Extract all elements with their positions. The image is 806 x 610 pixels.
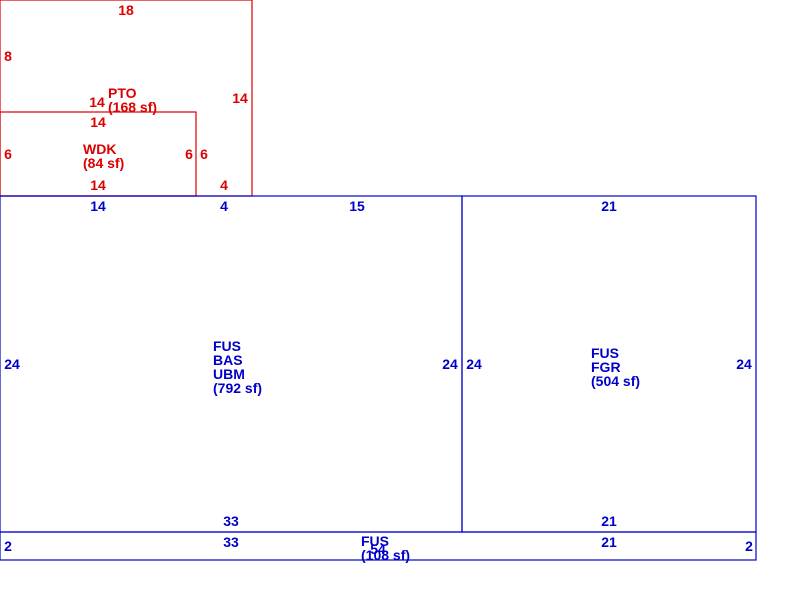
main-a-dim-right: 24 bbox=[442, 356, 458, 372]
pto-area: 18 8 14 14 4 PTO (168 sf) bbox=[0, 0, 253, 197]
main-b-dim-bottom: 21 bbox=[601, 513, 617, 529]
wdk-dim-top: 14 bbox=[90, 114, 106, 130]
main-b-label-2: FGR bbox=[591, 359, 621, 375]
wdk-label-code: WDK bbox=[83, 141, 116, 157]
main-a-dim-left: 24 bbox=[4, 356, 20, 372]
wdk-dim-bottom: 14 bbox=[90, 177, 106, 193]
strip-area: 33 21 2 2 54 FUS (108 sf) bbox=[0, 531, 757, 563]
main-a-label-1: FUS bbox=[213, 338, 241, 354]
strip-label-area: (108 sf) bbox=[361, 547, 410, 563]
wdk-dim-right-outer: 6 bbox=[200, 146, 208, 162]
main-b-label-1: FUS bbox=[591, 345, 619, 361]
wdk-area: 14 6 6 6 14 WDK (84 sf) bbox=[0, 111, 208, 197]
pto-dim-right: 14 bbox=[232, 90, 248, 106]
wdk-label-area: (84 sf) bbox=[83, 155, 124, 171]
main-area-a: 14 4 15 24 24 33 FUS BAS UBM (792 sf) bbox=[0, 195, 463, 533]
pto-label-area: (168 sf) bbox=[108, 99, 157, 115]
main-b-dim-left: 24 bbox=[466, 356, 482, 372]
pto-label-code: PTO bbox=[108, 85, 137, 101]
main-b-label-area: (504 sf) bbox=[591, 373, 640, 389]
main-a-label-3: UBM bbox=[213, 366, 245, 382]
strip-dim-bottom: 54 bbox=[370, 541, 386, 557]
main-b-dim-right: 24 bbox=[736, 356, 752, 372]
strip-dim-left: 2 bbox=[4, 538, 12, 554]
main-area-b: 21 24 24 21 FUS FGR (504 sf) bbox=[461, 195, 757, 533]
strip-label-code: FUS bbox=[361, 533, 389, 549]
pto-dim-bottom-right: 4 bbox=[220, 177, 228, 193]
main-a-dim-top-1: 14 bbox=[90, 198, 106, 214]
main-a-dim-top-3: 15 bbox=[349, 198, 365, 214]
wdk-dim-right-inner: 6 bbox=[185, 146, 193, 162]
main-a-label-2: BAS bbox=[213, 352, 243, 368]
pto-dim-inner: 14 bbox=[89, 94, 105, 110]
wdk-dim-left: 6 bbox=[4, 146, 12, 162]
strip-outline bbox=[0, 531, 757, 561]
strip-dim-top-b: 21 bbox=[601, 534, 617, 550]
main-b-dim-top: 21 bbox=[601, 198, 617, 214]
pto-dim-top: 18 bbox=[118, 2, 134, 18]
strip-dim-top-a: 33 bbox=[223, 534, 239, 550]
main-a-label-area: (792 sf) bbox=[213, 380, 262, 396]
strip-dim-right: 2 bbox=[745, 538, 753, 554]
main-a-dim-top-2: 4 bbox=[220, 198, 228, 214]
pto-dim-left: 8 bbox=[4, 48, 12, 64]
main-a-dim-bottom: 33 bbox=[223, 513, 239, 529]
